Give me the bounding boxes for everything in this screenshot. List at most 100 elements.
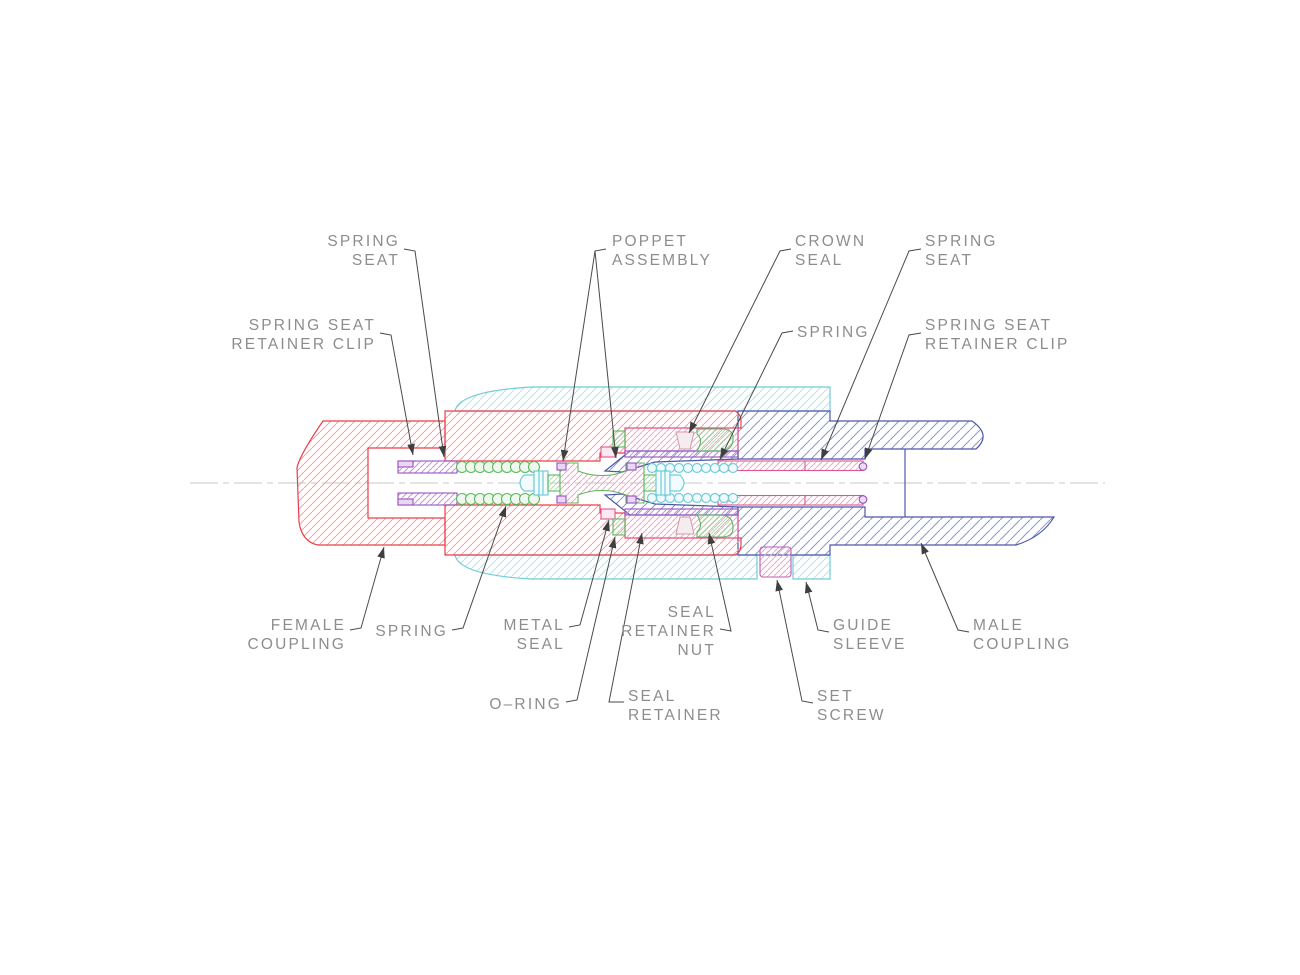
leader-spring-seat-top-left (403, 248, 447, 458)
poppet-nut-left-facets (538, 471, 544, 495)
poppet-seal-right (643, 474, 657, 492)
leader-male-coupling (920, 542, 970, 633)
female-coupling-body-upper (444, 410, 742, 462)
label-line: NUT (678, 642, 716, 659)
section-geometry (190, 386, 1105, 580)
poppet-seat-br (626, 495, 637, 504)
label-line: CROWN (795, 233, 866, 250)
crown-seal-cup (675, 431, 695, 450)
label-line: COUPLING (973, 636, 1072, 653)
label-spring-seat-retainer-clip-right: SPRING SEAT RETAINER CLIP (925, 317, 1067, 353)
leader-spring-bottom (451, 505, 507, 631)
leader-spring-seat-retainer-clip-right (864, 332, 922, 460)
poppet-seal-left (547, 474, 561, 492)
poppet-seat-tl (556, 462, 567, 471)
leader-set-screw (775, 579, 814, 704)
nose-spacer-bottom (624, 508, 739, 516)
label-spring-bottom: SPRING (375, 623, 448, 640)
male-coupling-body-lower (737, 506, 1056, 556)
spring-seat-retainer-clip-left-top (397, 460, 414, 468)
female-spring-coils (455, 460, 541, 506)
label-line: SEAT (352, 252, 400, 269)
male-coupling-body-upper (737, 410, 984, 460)
spring-seat-retainer-clip-left-bottom (397, 498, 414, 506)
poppet-seat-bl (556, 495, 567, 504)
poppet-assembly (519, 462, 685, 504)
label-line: COUPLING (247, 636, 346, 653)
label-set-screw: SET SCREW (817, 688, 886, 724)
outer-sleeve-bottom (454, 554, 758, 580)
poppet-nut-right-facets (660, 471, 666, 495)
leader-spring-seat-top-right (820, 248, 922, 461)
leader-lines (349, 248, 970, 704)
poppet-nut-right (655, 470, 671, 496)
metal-seal (600, 508, 616, 520)
leader-seal-retainer (608, 532, 644, 703)
male-poppet-spring-coils (646, 462, 739, 504)
label-line: POPPET (612, 233, 688, 250)
label-seal-retainer-nut: SEAL RETAINER NUT (621, 604, 716, 659)
leader-seal-retainer-nut (707, 532, 732, 632)
label-metal-seal: METAL SEAL (503, 617, 565, 653)
poppet-dome-right (669, 474, 685, 492)
male-spring-and-seat-bottom (717, 494, 864, 506)
label-line: RETAINER CLIP (231, 336, 376, 353)
label-line: GUIDE (833, 617, 893, 634)
label-line: O–RING (489, 696, 562, 713)
label-line: SEAL (628, 688, 676, 705)
leader-spring-right (719, 330, 794, 460)
poppet-spool (559, 462, 645, 504)
label-line: SPRING SEAT (925, 317, 1052, 334)
leader-poppet-assembly-2 (594, 250, 619, 459)
female-coupling-body-lower (444, 504, 742, 556)
label-female-coupling: FEMALE COUPLING (247, 617, 346, 653)
metal-seal-top (600, 446, 616, 458)
label-line: SEAL (517, 636, 565, 653)
label-crown-seal: CROWN SEAL (795, 233, 866, 269)
guide-sleeve (792, 554, 831, 580)
o-ring-top (612, 430, 626, 448)
label-spring-seat-retainer-clip-left: SPRING SEAT RETAINER CLIP (231, 317, 376, 353)
poppet-dome-left (519, 474, 535, 492)
outer-sleeve-top (454, 386, 831, 412)
label-line: RETAINER (621, 623, 716, 640)
label-line: SEAT (925, 252, 973, 269)
seal-retainer-cup (675, 516, 695, 535)
label-spring-right: SPRING (797, 324, 870, 341)
label-line: SPRING (797, 324, 870, 341)
label-line: SPRING SEAT (249, 317, 376, 334)
leader-spring-seat-retainer-clip-left (379, 332, 415, 456)
nose-spacer-top (624, 450, 739, 458)
poppet-seat-tr (626, 462, 637, 471)
label-seal-retainer: SEAL RETAINER (628, 688, 721, 724)
label-line: SLEEVE (833, 636, 907, 653)
leader-guide-sleeve (804, 581, 830, 633)
label-o-ring: O–RING (489, 696, 562, 713)
crown-seal (695, 428, 734, 452)
leader-female-coupling (349, 546, 385, 631)
poppet-nut-left (533, 470, 549, 496)
label-line: METAL (503, 617, 565, 634)
label-spring-seat-top-right: SPRING SEAT (925, 233, 995, 269)
label-line: SPRING (375, 623, 448, 640)
leader-crown-seal (688, 248, 792, 434)
o-ring (612, 518, 626, 536)
spring-seat-retainer-clip-right-bottom (858, 495, 868, 504)
label-line: SEAL (668, 604, 716, 621)
label-line: FEMALE (271, 617, 346, 634)
label-poppet-assembly: POPPET ASSEMBLY (612, 233, 712, 269)
label-line: MALE (973, 617, 1024, 634)
label-line: ASSEMBLY (612, 252, 712, 269)
label-line: SEAL (795, 252, 843, 269)
part-labels: SPRING SEAT SPRING SEAT RETAINER CLIP PO… (231, 233, 1072, 724)
label-male-coupling: MALE COUPLING (973, 617, 1072, 653)
male-spring-and-seat-top (717, 460, 864, 472)
label-line: SCREW (817, 707, 886, 724)
label-spring-seat-top-left: SPRING SEAT (327, 233, 400, 269)
set-screw (759, 546, 792, 578)
seal-retainer-nut (695, 514, 734, 538)
label-line: SPRING (327, 233, 400, 250)
leader-o-ring (565, 536, 617, 703)
